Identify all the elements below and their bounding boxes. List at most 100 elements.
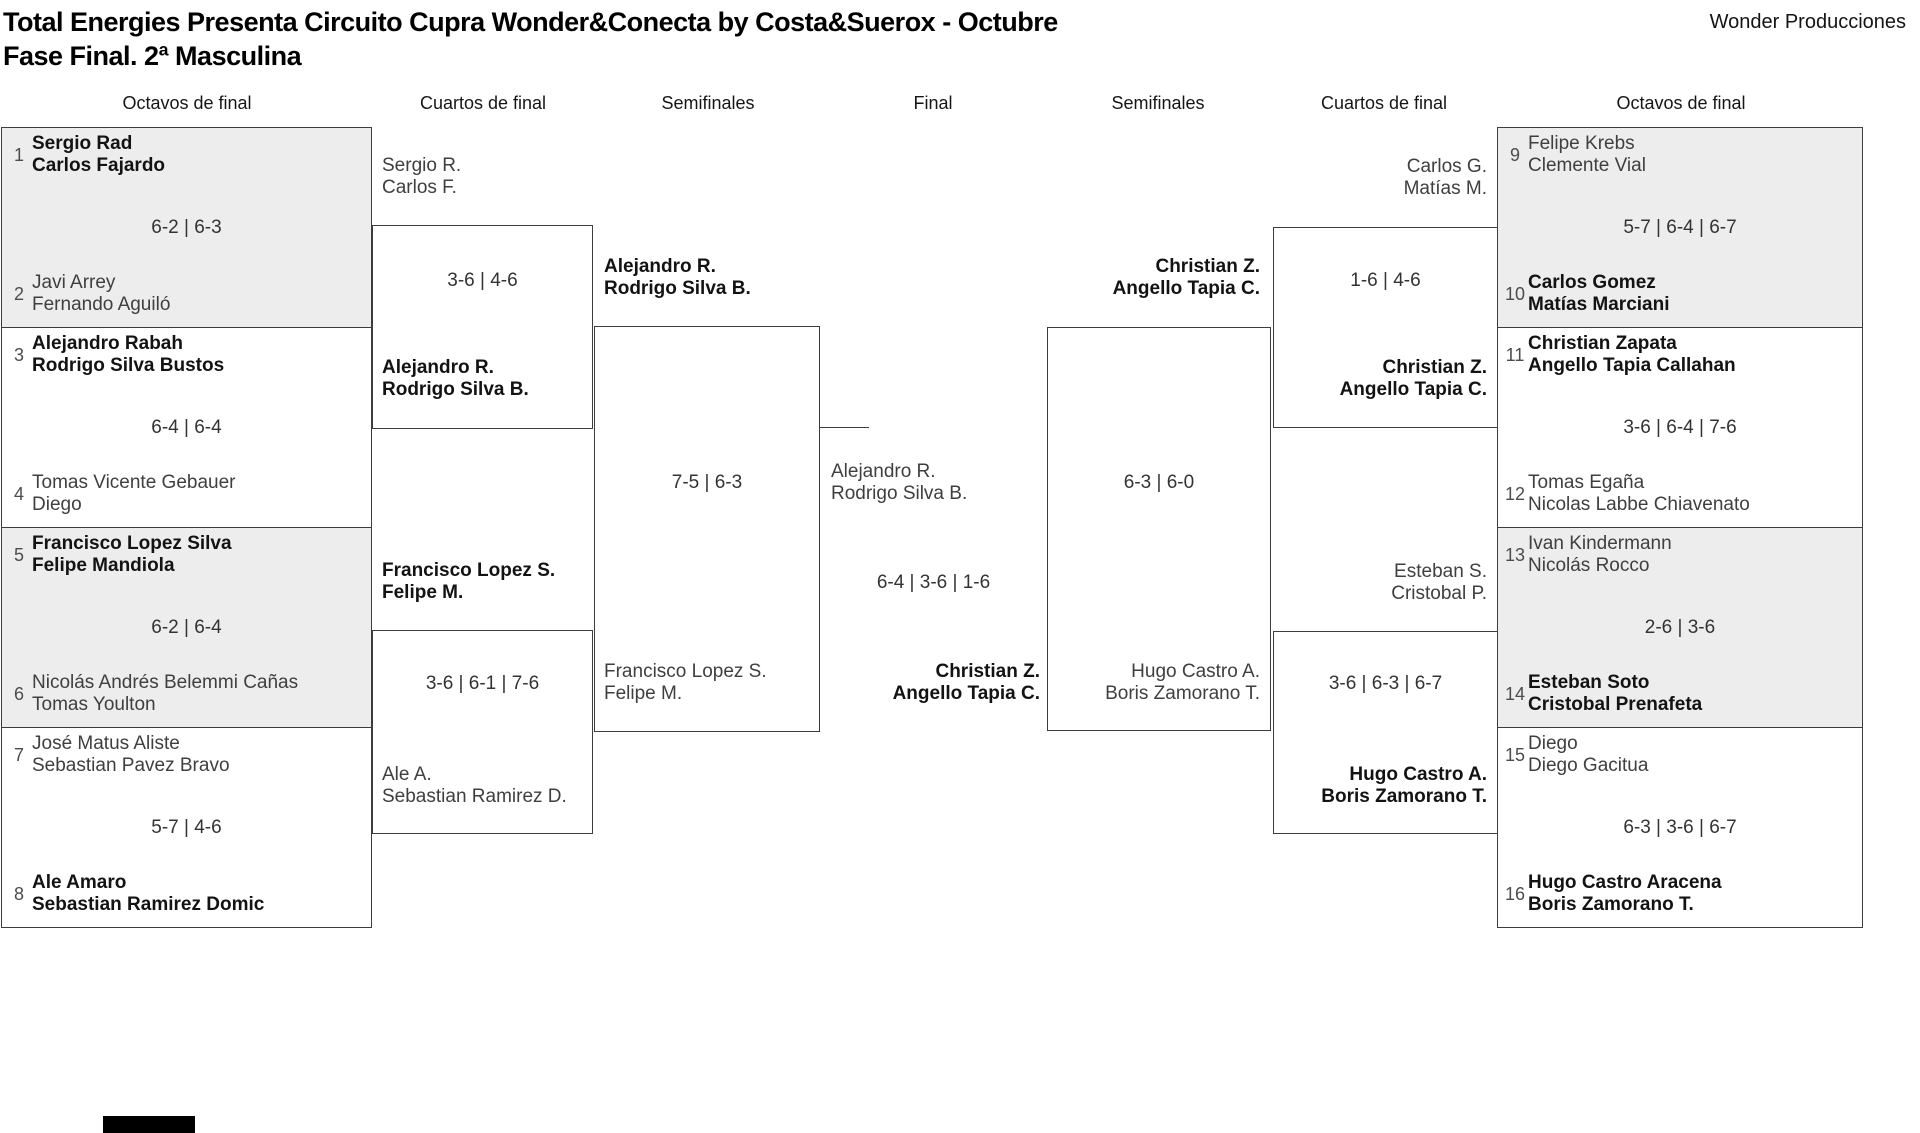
player-name: Diego (1528, 733, 1578, 754)
player-name: Christian Z. (1155, 256, 1260, 277)
player-name: Carlos G. (1406, 156, 1487, 177)
first-round-match-box (1497, 727, 1863, 928)
organizer-label: Wonder Producciones (1709, 11, 1906, 33)
seed-number: 14 (1504, 684, 1526, 704)
round-header: Final (913, 93, 953, 113)
player-name: José Matus Aliste (32, 733, 180, 754)
semifinal-match-box (594, 326, 820, 732)
first-round-match-box (1, 127, 372, 328)
player-name: Rodrigo Silva B. (831, 483, 968, 504)
player-name: Felipe Krebs (1528, 133, 1635, 154)
team-names-bottom: Christian Z.Angello Tapia C. (1340, 357, 1487, 401)
player-name: Diego Gacitua (1528, 755, 1649, 776)
player-name: Sergio Rad (32, 133, 133, 154)
team-names-bottom: Hugo Castro A.Boris Zamorano T. (1321, 764, 1487, 808)
round-header: Cuartos de final (419, 93, 547, 113)
first-round-match-box (1, 527, 372, 728)
player-name: Carlos Gomez (1528, 272, 1656, 293)
player-name: Esteban Soto (1528, 672, 1650, 693)
player-name: Alejandro R. (831, 461, 936, 482)
player-name: Sergio R. (382, 155, 462, 176)
seed-number: 5 (13, 545, 24, 565)
match-score: 3-6 | 6-4 | 7-6 (1623, 417, 1737, 438)
seed-number: 1 (13, 145, 24, 165)
player-name: Christian Z. (1382, 357, 1487, 378)
first-round-match-box (1, 727, 372, 928)
player-name: Alejandro R. (604, 256, 716, 277)
player-name: Francisco Lopez Silva (32, 533, 232, 554)
match-score: 6-3 | 6-0 (1123, 472, 1195, 493)
team-names-top: Alejandro R.Rodrigo Silva B. (831, 461, 967, 505)
seed-number: 6 (13, 684, 24, 704)
seed-number: 8 (13, 884, 24, 904)
player-name: Alejandro R. (382, 357, 494, 378)
player-name: Boris Zamorano T. (1321, 786, 1487, 807)
match-score: 6-2 | 6-4 (151, 617, 222, 638)
player-name: Matías Marciani (1528, 294, 1670, 315)
player-name: Felipe M. (604, 683, 683, 704)
player-name: Carlos F. (382, 177, 457, 198)
player-name: Fernando Aguiló (32, 294, 171, 315)
player-name: Hugo Castro A. (1131, 661, 1260, 682)
team-names-bottom: Francisco Lopez S.Felipe M. (604, 661, 767, 705)
player-name: Nicolás Rocco (1528, 555, 1650, 576)
team-names-top: Esteban S.Cristobal P. (1391, 561, 1487, 605)
cuartos-match-box (1273, 631, 1498, 834)
player-name: Sebastian Ramirez D. (382, 786, 567, 807)
player-name: Christian Zapata (1528, 333, 1677, 354)
seed-number: 11 (1505, 345, 1525, 365)
player-name: Felipe M. (382, 582, 464, 603)
player-name: Rodrigo Silva B. (382, 379, 529, 400)
match-score: 6-3 | 3-6 | 6-7 (1623, 817, 1737, 838)
player-name: Alejandro Rabah (32, 333, 183, 354)
player-name: Angello Tapia C. (1112, 278, 1260, 299)
round-header: Octavos de final (122, 93, 252, 113)
round-header: Octavos de final (1616, 93, 1746, 113)
player-name: Felipe Mandiola (32, 555, 175, 576)
match-score: 6-2 | 6-3 (151, 217, 222, 238)
player-name: Nicolas Labbe Chiavenato (1528, 494, 1750, 515)
team-names-top: Francisco Lopez S.Felipe M. (382, 560, 555, 604)
seed-number: 13 (1504, 545, 1526, 565)
seed-number: 10 (1504, 284, 1526, 304)
cuartos-match-box (372, 630, 593, 834)
player-name: Boris Zamorano T. (1105, 683, 1260, 704)
team-names-top: Carlos G.Matías M. (1404, 156, 1487, 200)
player-name: Esteban S. (1394, 561, 1487, 582)
match-score: 6-4 | 3-6 | 1-6 (876, 572, 991, 593)
player-name: Angello Tapia C. (892, 683, 1040, 704)
player-name: Matías M. (1403, 178, 1487, 199)
seed-number: 7 (13, 745, 24, 765)
seed-number: 12 (1504, 484, 1526, 504)
team-names-top: Alejandro R.Rodrigo Silva B. (604, 256, 751, 300)
player-name: Angello Tapia C. (1339, 379, 1487, 400)
match-score: 3-6 | 6-3 | 6-7 (1328, 673, 1443, 694)
cuartos-match-box (372, 225, 593, 429)
player-name: Rodrigo Silva Bustos (32, 355, 225, 376)
seed-number: 2 (13, 284, 24, 304)
player-name: Christian Z. (935, 661, 1040, 682)
seed-number: 3 (13, 345, 24, 365)
tournament-title: Total Energies Presenta Circuito Cupra W… (3, 7, 1058, 37)
player-name: Cristobal Prenafeta (1528, 694, 1703, 715)
cuartos-match-box (1273, 227, 1498, 428)
match-score: 5-7 | 4-6 (151, 817, 222, 838)
team-names-top: Sergio R.Carlos F. (382, 155, 461, 199)
match-score: 6-4 | 6-4 (151, 417, 222, 438)
player-name: Cristobal P. (1391, 583, 1487, 604)
match-score: 5-7 | 6-4 | 6-7 (1623, 217, 1737, 238)
seed-number: 4 (13, 484, 24, 504)
